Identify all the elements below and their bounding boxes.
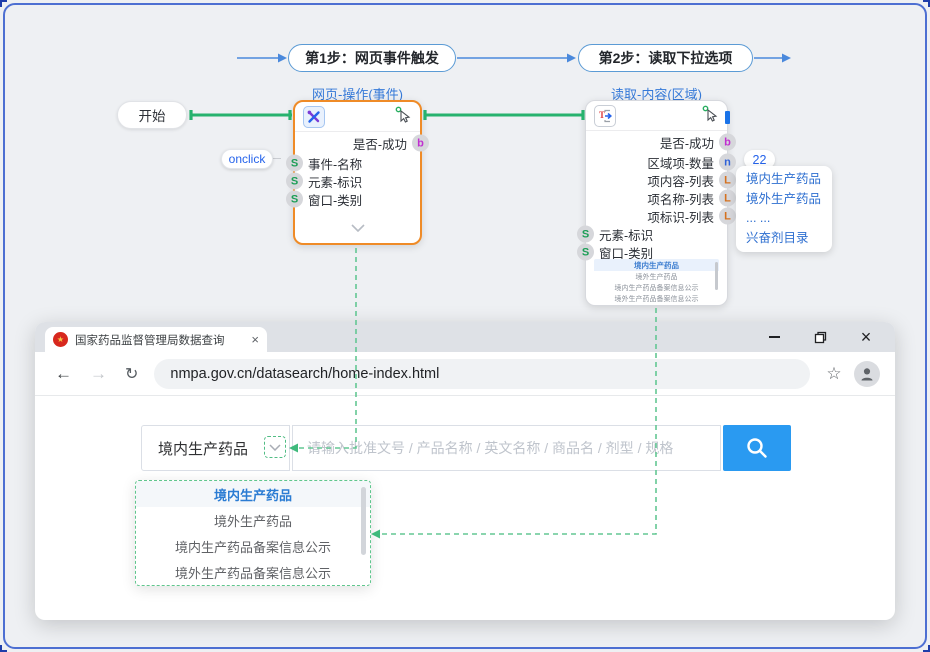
list-port-badge[interactable]: L	[719, 207, 736, 225]
close-window-button[interactable]: ×	[860, 326, 872, 347]
frame-corner-icon	[0, 645, 7, 652]
node2-output-count-label: 区域项-数量	[647, 156, 714, 171]
dropdown-option[interactable]: 境外生产药品	[213, 513, 292, 529]
profile-avatar[interactable]	[853, 360, 880, 387]
string-port-badge[interactable]: S	[577, 225, 594, 243]
list-port-badge[interactable]: L	[719, 171, 736, 189]
search-button[interactable]	[723, 425, 791, 471]
node1-input-element-id-label: 元素-标识	[308, 175, 363, 190]
start-node-label: 开始	[138, 109, 166, 124]
node2-output-success-label: 是否-成功	[659, 136, 714, 151]
region-count-value-pill: 22	[744, 150, 775, 169]
browser-tab-strip: ★ 国家药品监督管理局数据查询 × ×	[35, 322, 895, 352]
dropdown-scrollbar[interactable]	[361, 487, 366, 555]
node1-expand-chevron-down-icon[interactable]	[350, 219, 365, 237]
node2-output-content-list-label: 项内容-列表	[647, 174, 714, 189]
node1-output-success-label: 是否-成功	[352, 137, 407, 152]
result-item-ellipsis: ... ...	[746, 211, 771, 225]
bool-port-badge[interactable]: b	[719, 133, 736, 151]
string-port-badge[interactable]: S	[286, 154, 303, 172]
element-picker-cursor-icon	[395, 106, 412, 128]
dropdown-option[interactable]: 境内生产药品备案信息公示	[174, 539, 331, 555]
category-select-value: 境内生产药品	[158, 440, 249, 458]
start-node[interactable]: 开始	[117, 101, 187, 129]
result-item: 境外生产药品	[746, 191, 822, 206]
tab-title: 国家药品监督管理局数据查询	[75, 334, 225, 347]
node2-output-port[interactable]	[725, 111, 730, 124]
list-result-panel: 境内生产药品 境外生产药品 ... ... 兴奋剂目录	[736, 166, 832, 252]
nmpa-emblem-favicon: ★	[53, 332, 68, 347]
frame-corner-icon	[923, 0, 930, 7]
node2-input-element-id-label: 元素-标识	[599, 228, 654, 243]
search-icon	[747, 438, 767, 458]
minimize-icon	[768, 336, 780, 338]
list-port-badge[interactable]: L	[719, 189, 736, 207]
reload-icon[interactable]: ↻	[125, 365, 139, 383]
navbar-divider	[35, 395, 895, 396]
event-name-value-pill[interactable]: onclick	[221, 149, 273, 169]
category-select[interactable]: 境内生产药品	[141, 425, 290, 471]
text-extract-icon: T	[594, 104, 616, 127]
dropdown-option-selected[interactable]: 境内生产药品	[136, 481, 370, 507]
search-input[interactable]	[292, 425, 721, 471]
back-icon[interactable]: ←	[55, 363, 72, 383]
select-chevron-capture-highlight[interactable]	[264, 436, 286, 458]
element-picker-cursor-icon	[702, 105, 719, 127]
restore-button[interactable]	[797, 322, 843, 352]
bool-port-badge[interactable]: b	[412, 134, 429, 152]
preview-scrollbar[interactable]	[715, 262, 718, 290]
dropdown-option[interactable]: 境外生产药品备案信息公示	[174, 565, 331, 581]
browser-tab[interactable]: ★ 国家药品监督管理局数据查询 ×	[45, 327, 267, 352]
frame-corner-icon	[923, 645, 930, 652]
string-port-badge[interactable]: S	[286, 172, 303, 190]
node2-input-window-class-label: 窗口-类别	[599, 246, 654, 261]
preview-item: 境外生产药品	[635, 273, 678, 281]
event-name-value: onclick	[228, 152, 266, 166]
node2-output-name-list-label: 项名称-列表	[647, 192, 714, 207]
step-1-pill[interactable]: 第1步：网页事件触发	[288, 44, 456, 72]
node2-region-preview-list: 境内生产药品 境外生产药品 境内生产药品备案信息公示 境外生产药品备案信息公示	[594, 259, 719, 303]
node1-input-window-class-label: 窗口-类别	[308, 193, 363, 208]
web-action-tools-icon	[303, 105, 325, 128]
string-port-badge[interactable]: S	[286, 190, 303, 208]
restore-icon	[814, 331, 826, 343]
category-dropdown-panel: 境内生产药品 境外生产药品 境内生产药品备案信息公示 境外生产药品备案信息公示	[135, 480, 371, 586]
node2-output-id-list-label: 项标识-列表	[647, 210, 714, 225]
svg-text:T: T	[599, 110, 605, 120]
step-2-pill[interactable]: 第2步：读取下拉选项	[578, 44, 753, 72]
minimize-button[interactable]	[751, 322, 797, 352]
url-bar[interactable]: nmpa.gov.cn/datasearch/home-index.html	[154, 358, 811, 389]
onclick-connector-line	[273, 158, 281, 159]
bookmark-star-icon[interactable]: ☆	[826, 363, 842, 383]
step-1-label: 第1步：网页事件触发	[305, 50, 439, 66]
url-text: nmpa.gov.cn/datasearch/home-index.html	[170, 365, 440, 382]
preview-item: 境外生产药品备案信息公示	[614, 295, 699, 303]
step-2-label: 第2步：读取下拉选项	[598, 50, 733, 66]
region-count-value: 22	[752, 152, 767, 167]
node1-web-action-card[interactable]: 是否-成功 b S 事件-名称 S 元素-标识 S 窗口-类别	[286, 100, 429, 245]
node2-title: 读取-内容(区域)	[611, 87, 702, 102]
browser-window: ★ 国家药品监督管理局数据查询 × × ← → ↻ nmpa.gov.cn	[35, 322, 895, 620]
result-item: 境内生产药品	[746, 172, 822, 186]
preview-item: 境内生产药品备案信息公示	[614, 284, 699, 292]
result-item: 兴奋剂目录	[746, 230, 809, 245]
node2-read-content-card[interactable]: T 是否-成功 b 区域项-数量 n 项内容-列表 L	[577, 100, 736, 306]
number-port-badge[interactable]: n	[719, 153, 736, 171]
browser-navbar: ← → ↻ nmpa.gov.cn/datasearch/home-index.…	[35, 352, 895, 395]
forward-icon[interactable]: →	[90, 363, 107, 383]
node1-input-event-name-label: 事件-名称	[308, 157, 363, 172]
tab-close-icon[interactable]: ×	[251, 332, 259, 347]
string-port-badge[interactable]: S	[577, 243, 594, 261]
node1-title: 网页-操作(事件)	[312, 87, 403, 102]
preview-item-selected: 境内生产药品	[594, 259, 719, 271]
chevron-down-icon	[269, 443, 281, 451]
frame-corner-icon	[0, 0, 7, 7]
